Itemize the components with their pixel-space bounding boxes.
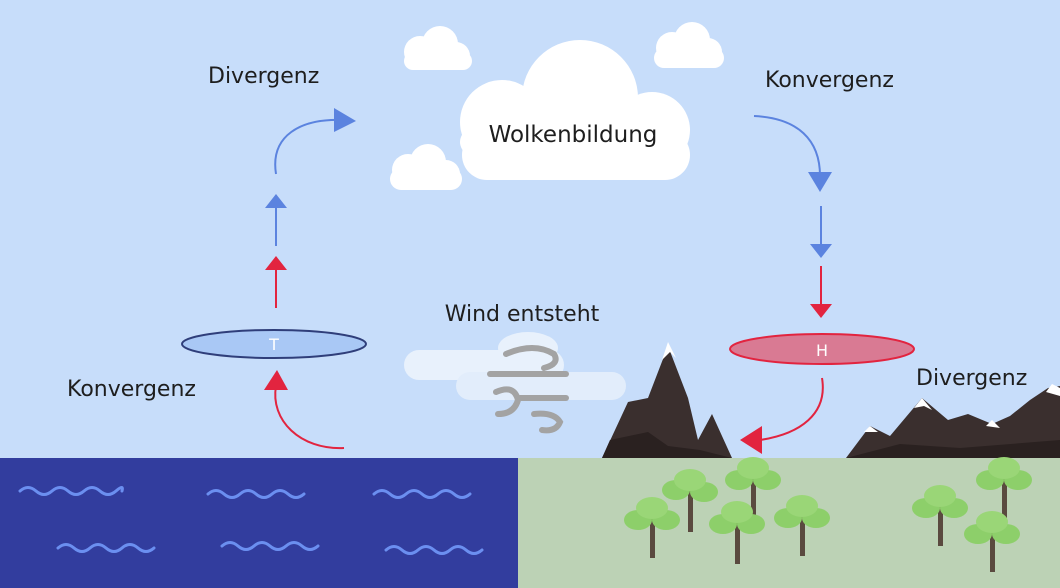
wave-icon	[18, 486, 484, 555]
tree-icon	[624, 497, 680, 558]
label-wind-entsteht: Wind entsteht	[445, 302, 600, 327]
high-pressure-zone: H	[729, 333, 915, 365]
tree-icon	[912, 485, 968, 546]
tree-icon	[709, 501, 765, 564]
label-konvergenz-top: Konvergenz	[765, 68, 894, 93]
mountain-icon-range	[846, 384, 1060, 458]
cloud-icon	[390, 144, 462, 190]
cloud-icon	[404, 26, 472, 70]
tree-icon	[976, 457, 1032, 518]
mountain-icon	[602, 342, 732, 458]
cloud-icon-main	[460, 40, 690, 180]
high-label: H	[816, 341, 828, 360]
ascent-arrows	[264, 108, 356, 450]
tree-icon-group	[624, 457, 1032, 572]
tree-icon	[774, 495, 830, 556]
tree-icon	[662, 469, 718, 532]
tree-icon	[725, 457, 781, 518]
low-label: T	[268, 335, 279, 354]
wind-icon	[487, 345, 569, 434]
low-pressure-zone: T	[181, 329, 367, 359]
sea	[0, 458, 518, 588]
tree-icon	[964, 511, 1020, 572]
cloud-icon	[654, 22, 724, 68]
descent-arrows	[740, 115, 832, 454]
label-wolkenbildung: Wolkenbildung	[489, 122, 658, 148]
label-konvergenz-bottom: Konvergenz	[67, 377, 196, 402]
label-divergenz-top: Divergenz	[208, 64, 319, 89]
label-divergenz-bottom: Divergenz	[916, 366, 1027, 391]
